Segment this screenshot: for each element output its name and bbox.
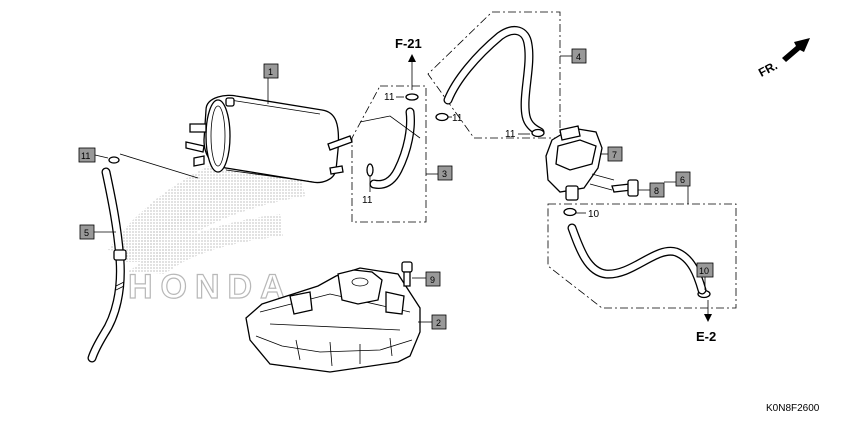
battery-tray bbox=[245, 267, 421, 373]
callout-10[interactable]: 10 bbox=[696, 262, 714, 278]
tray-bolt bbox=[401, 261, 413, 287]
diagram-code: K0N8F2600 bbox=[766, 403, 820, 414]
callout-9[interactable]: 9 bbox=[425, 271, 441, 287]
callout-7[interactable]: 7 bbox=[607, 146, 623, 162]
vacuum-hose bbox=[443, 25, 545, 137]
label-10: 10 bbox=[588, 209, 600, 220]
ref-bottom: E-2 bbox=[696, 329, 716, 344]
outlet-hose bbox=[567, 223, 707, 295]
svg-text:4: 4 bbox=[576, 52, 581, 62]
canister bbox=[185, 94, 353, 184]
callout-3[interactable]: 3 bbox=[437, 165, 453, 181]
svg-text:8: 8 bbox=[654, 186, 659, 196]
label-11-purge: 11 bbox=[362, 195, 373, 206]
svg-text:6: 6 bbox=[680, 175, 685, 185]
callout-2[interactable]: 2 bbox=[431, 314, 447, 330]
label-11-valve: 11 bbox=[505, 129, 516, 140]
label-11-clamp: 11 bbox=[452, 113, 463, 124]
watermark-text: HONDA bbox=[128, 268, 293, 306]
front-marker-label: FR. bbox=[756, 58, 780, 79]
callout-6[interactable]: 6 bbox=[675, 171, 691, 187]
callout-8[interactable]: 8 bbox=[649, 182, 665, 198]
callout-11[interactable]: 11 bbox=[78, 147, 96, 163]
solenoid-valve bbox=[545, 125, 615, 201]
ref-top: F-21 bbox=[395, 36, 422, 51]
svg-text:7: 7 bbox=[612, 150, 617, 160]
callout-5[interactable]: 5 bbox=[79, 224, 95, 240]
drain-hose bbox=[87, 167, 127, 363]
svg-text:11: 11 bbox=[81, 151, 90, 161]
svg-text:1: 1 bbox=[268, 67, 273, 77]
label-11-top: 11 bbox=[384, 92, 395, 103]
callout-4[interactable]: 4 bbox=[571, 48, 587, 64]
svg-text:2: 2 bbox=[436, 318, 441, 328]
callout-1[interactable]: 1 bbox=[263, 63, 279, 79]
svg-text:10: 10 bbox=[699, 266, 709, 276]
svg-text:9: 9 bbox=[430, 275, 435, 285]
purge-hose bbox=[369, 107, 415, 189]
front-arrow-icon: FR. bbox=[756, 38, 810, 80]
bolt bbox=[611, 179, 639, 197]
svg-text:3: 3 bbox=[442, 169, 447, 179]
svg-text:5: 5 bbox=[84, 228, 89, 238]
